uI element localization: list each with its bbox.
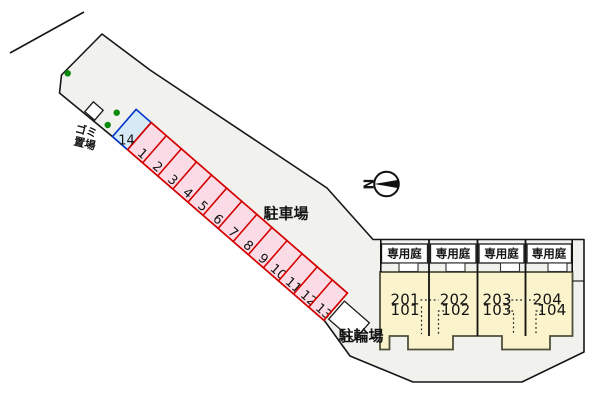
garden-label-3: 専用庭	[484, 247, 519, 261]
garden-step-3	[499, 262, 521, 273]
bicycle-shed	[327, 300, 371, 342]
tree-dot-3	[104, 121, 111, 129]
garden-step-2	[445, 262, 466, 273]
room-number-101: 101	[391, 301, 420, 319]
room-number-203: 203	[483, 291, 512, 309]
tree-dot-2	[113, 109, 120, 116]
garden-step-4	[547, 262, 568, 273]
garden-label-2: 専用庭	[436, 247, 471, 261]
room-number-102: 102	[441, 301, 470, 319]
garbage-label-line1: ゴミ	[74, 121, 99, 140]
room-number-202: 202	[440, 291, 469, 309]
tree-dot-1	[64, 70, 71, 77]
garbage-station	[83, 100, 105, 122]
bicycle-parking-label: 駐輪場	[338, 327, 383, 345]
entrance-path-104	[535, 310, 542, 334]
garden-label-4: 専用庭	[532, 247, 567, 261]
entrance-path-102	[437, 310, 444, 334]
road-edge-line	[9, 11, 85, 54]
garden-step-1	[398, 262, 419, 273]
parking-spot-upright-labels: 14	[118, 134, 135, 149]
room-number-201: 201	[391, 291, 420, 309]
north-arrow-icon	[374, 179, 399, 189]
garbage-label: ゴミ 置場	[72, 121, 99, 153]
parking-lot-label: 駐車場	[263, 205, 308, 223]
compass: N	[360, 170, 400, 198]
room-number-104: 104	[537, 301, 566, 319]
garbage-label-line2: 置場	[72, 134, 97, 153]
parking-strip-rim	[126, 121, 349, 322]
garden-label-1: 専用庭	[387, 247, 422, 261]
room-number-204: 204	[533, 291, 562, 309]
north-letter: N	[360, 179, 375, 190]
room-number-103: 103	[483, 301, 512, 319]
parking-spot-label-14: 14	[118, 134, 135, 149]
